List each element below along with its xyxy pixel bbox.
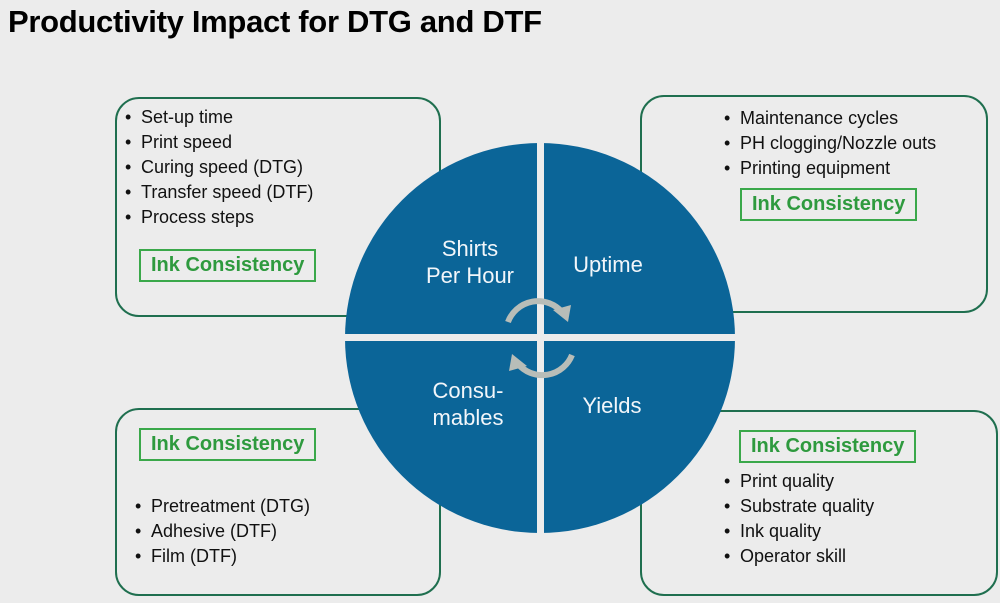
list-item: Process steps <box>125 205 313 230</box>
arrow-head-icon <box>509 354 527 371</box>
label-line: Shirts <box>441 236 499 261</box>
factor-list: Set-up time Print speed Curing speed (DT… <box>125 105 313 230</box>
list-item: Substrate quality <box>724 494 874 519</box>
list-item: Film (DTF) <box>127 544 310 569</box>
ink-consistency-tag: Ink Consistency <box>139 428 317 461</box>
list-item: Set-up time <box>125 105 313 130</box>
list-item: Ink quality <box>724 519 874 544</box>
ink-consistency-tag: Ink Consistency <box>740 188 918 221</box>
factor-list: Pretreatment (DTG) Adhesive (DTF) Film (… <box>127 494 310 569</box>
list-item: Print speed <box>125 130 313 155</box>
factor-list: Maintenance cycles PH clogging/Nozzle ou… <box>724 106 936 181</box>
uptime-box: Maintenance cycles PH clogging/Nozzle ou… <box>640 95 988 313</box>
factor-list: Print quality Substrate quality Ink qual… <box>724 469 874 569</box>
quadrant-consumables <box>345 341 537 533</box>
shirts-per-hour-box: Set-up time Print speed Curing speed (DT… <box>115 97 441 317</box>
arrow-head-icon <box>553 305 571 322</box>
list-item: Printing equipment <box>724 156 936 181</box>
cycle-arrows-icon <box>505 298 575 379</box>
list-item: Maintenance cycles <box>724 106 936 131</box>
quadrant-uptime <box>544 143 735 334</box>
list-item: Curing speed (DTG) <box>125 155 313 180</box>
label-line: mables <box>432 405 504 430</box>
page-title: Productivity Impact for DTG and DTF <box>8 4 542 39</box>
list-item: Print quality <box>724 469 874 494</box>
list-item: Operator skill <box>724 544 874 569</box>
label-line: Per Hour <box>425 263 515 288</box>
label-line: Consu- <box>432 378 504 403</box>
list-item: Transfer speed (DTF) <box>125 180 313 205</box>
ink-consistency-tag: Ink Consistency <box>139 249 317 282</box>
label-yields: Yields <box>582 393 642 418</box>
label-shirts-per-hour: Shirts Per Hour <box>410 235 530 289</box>
list-item: PH clogging/Nozzle outs <box>724 131 936 156</box>
label-uptime: Uptime <box>573 252 643 277</box>
list-item: Pretreatment (DTG) <box>127 494 310 519</box>
ink-consistency-tag: Ink Consistency <box>739 430 917 463</box>
label-consumables: Consu- mables <box>408 377 528 431</box>
list-item: Adhesive (DTF) <box>127 519 310 544</box>
quadrant-yields <box>544 341 735 533</box>
